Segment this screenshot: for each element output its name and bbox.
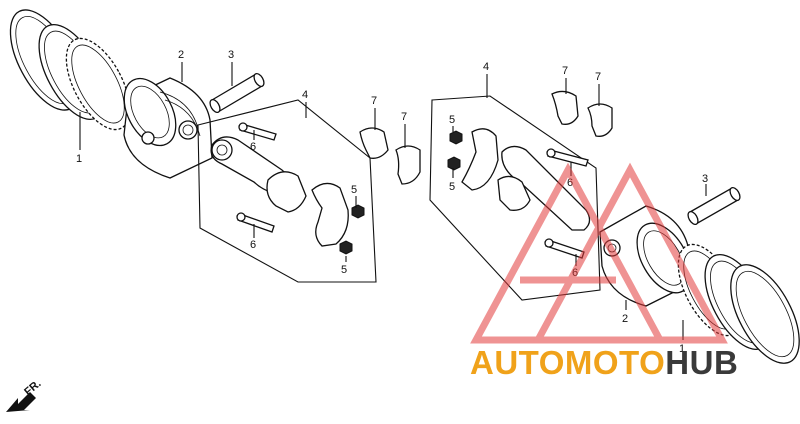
callout-1-right: 1: [679, 343, 685, 355]
callout-6-right-a: 6: [567, 177, 573, 189]
connecting-rod-assy-right: [429, 95, 601, 301]
rod-bearing-left-a: [359, 127, 389, 159]
piston-pin-left: [209, 72, 265, 114]
callout-2-right: 2: [622, 313, 628, 325]
piston-ring-set-right: [677, 243, 800, 364]
front-label: FR.: [22, 378, 43, 399]
watermark-brand: AUTOMOTOHUB: [470, 344, 738, 382]
callout-3-right: 3: [702, 173, 708, 185]
callout-3-left: 3: [228, 49, 234, 61]
callout-7-right-a: 7: [562, 65, 568, 77]
callout-5-left-b: 5: [341, 264, 347, 276]
callout-4-right: 4: [483, 61, 489, 73]
piston-ring-set-left: [9, 9, 131, 131]
connecting-rod-assy-left: [197, 99, 377, 283]
front-direction-arrow: FR.: [6, 378, 44, 412]
callout-7-right-b: 7: [595, 71, 601, 83]
callout-2-left: 2: [178, 49, 184, 61]
piston-right: [599, 205, 692, 307]
callout-1-left: 1: [76, 153, 82, 165]
piston-left: [123, 77, 213, 179]
callout-7-left-b: 7: [401, 111, 407, 123]
rod-bearing-right-b: [587, 103, 613, 137]
callout-5-right-b: 5: [449, 181, 455, 193]
rod-bearing-left-b: [395, 145, 421, 185]
callout-6-left-b: 6: [250, 239, 256, 251]
callout-5-right-a: 5: [449, 114, 455, 126]
watermark-brand-part2: HUB: [665, 344, 739, 381]
callout-5-left-a: 5: [351, 184, 357, 196]
piston-pin-right: [687, 186, 741, 226]
callout-6-left-a: 6: [250, 141, 256, 153]
callout-4-left: 4: [302, 89, 308, 101]
watermark-brand-part1: AUTOMOTO: [470, 344, 666, 381]
rod-bearing-right-a: [551, 90, 579, 125]
watermark-logo-icon: [470, 162, 728, 344]
callout-7-left-a: 7: [371, 95, 377, 107]
